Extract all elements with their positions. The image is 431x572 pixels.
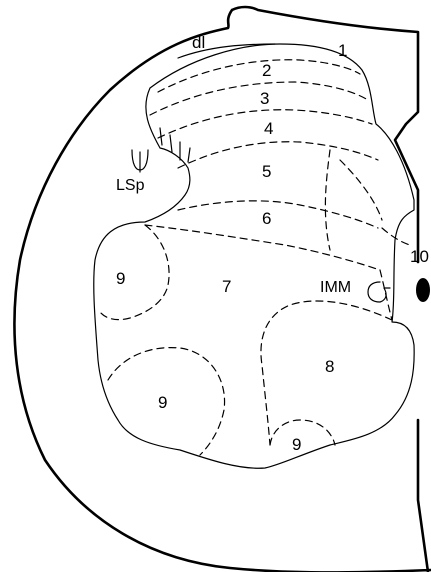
lamina-boundary-5-6 — [178, 201, 378, 228]
label-lamina-2: 2 — [262, 61, 271, 80]
label-lamina-6: 6 — [262, 209, 271, 228]
label-lamina-9-lower: 9 — [158, 393, 167, 412]
label-lamina-8: 8 — [325, 357, 334, 376]
label-imm: IMM — [320, 279, 351, 296]
lsp-symbol — [132, 150, 148, 172]
central-canal — [416, 278, 430, 302]
lamina-boundary-4-5 — [178, 142, 378, 168]
label-lamina-9-left: 9 — [116, 269, 125, 288]
lamina-9-left-boundary — [100, 225, 169, 320]
lamina-boundary-right — [340, 160, 382, 220]
label-dl: dl — [192, 33, 205, 52]
gray-matter-outline — [94, 44, 414, 468]
lamina-boundary-6-7 — [145, 225, 380, 270]
label-lamina-1: 1 — [338, 41, 347, 60]
lamina-9-small-boundary — [270, 420, 335, 445]
label-lsp: LSp — [116, 177, 145, 194]
label-lamina-3: 3 — [260, 89, 269, 108]
label-lamina-9-small: 9 — [292, 435, 301, 454]
lamina-boundary-vertical — [325, 150, 330, 250]
label-lamina-5: 5 — [262, 162, 271, 181]
label-lamina-10: 10 — [410, 247, 429, 266]
tick-marks — [160, 128, 190, 162]
lamina-boundary-2-3 — [150, 82, 368, 115]
label-lamina-7: 7 — [222, 277, 231, 296]
label-lamina-4: 4 — [264, 119, 273, 138]
